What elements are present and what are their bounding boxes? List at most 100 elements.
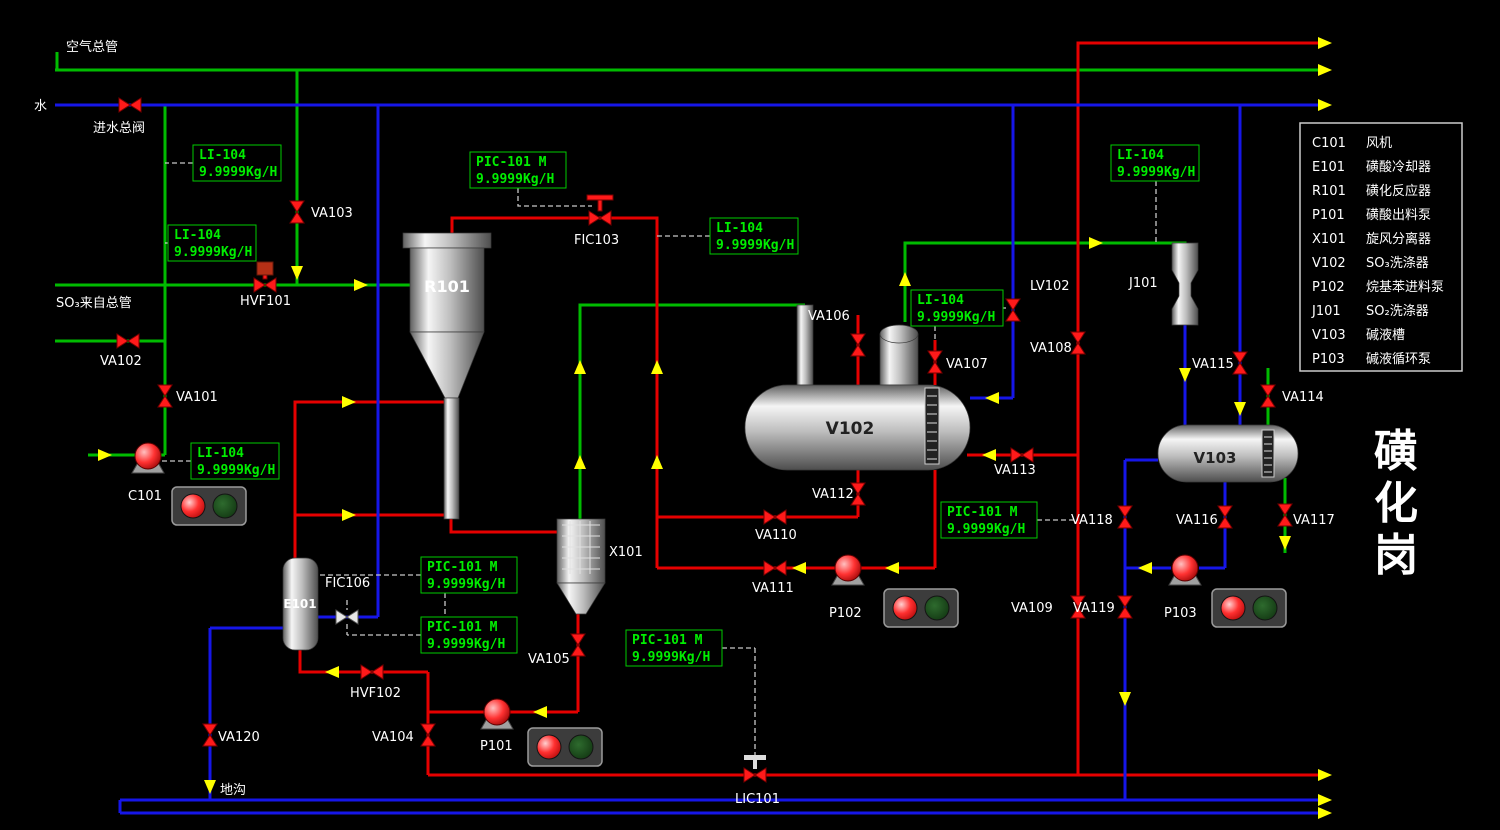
valve-hvf102[interactable] [360, 664, 384, 680]
station-title-char: 岗 [1374, 530, 1418, 581]
flow-arrow [1179, 368, 1191, 382]
label-lv102: LV102 [1030, 279, 1070, 294]
instrument-value: 9.9999Kg/H [174, 245, 252, 260]
pipe-c101-air [55, 105, 167, 457]
instrument-value: 9.9999Kg/H [1117, 165, 1195, 180]
instrument-frame [190, 442, 280, 480]
instrument-value: 9.9999Kg/H [716, 238, 794, 253]
instrument-li104-j101[interactable]: LI-104 9.9999Kg/H [1110, 144, 1200, 182]
valve-lic101[interactable] [743, 767, 767, 783]
instrument-frame [709, 217, 799, 255]
instrument-li104-v102[interactable]: LI-104 9.9999Kg/H [910, 289, 1004, 327]
valve-va117[interactable] [1277, 503, 1293, 527]
flow-arrow [1279, 536, 1291, 550]
instrument-li104-feed[interactable]: LI-104 9.9999Kg/H [709, 217, 799, 255]
flow-arrow [574, 455, 586, 469]
instrument-pic101-feed[interactable]: PIC-101 M 9.9999Kg/H [469, 151, 567, 189]
flow-arrow [885, 562, 899, 574]
pump-p103[interactable] [1168, 554, 1202, 586]
legend-name: SO₂洗涤器 [1366, 304, 1429, 319]
valve-va108[interactable] [1070, 331, 1086, 355]
label-va114: VA114 [1282, 390, 1324, 405]
legend-code: V102 [1312, 256, 1346, 271]
pump-p102[interactable] [831, 554, 865, 586]
valve-va102[interactable] [116, 333, 140, 349]
valve-va106[interactable] [850, 333, 866, 357]
signal-pic101-e101-lower [346, 600, 421, 636]
fic103-stem [597, 199, 603, 212]
valve-va114[interactable] [1260, 384, 1276, 408]
valve-va113[interactable] [1010, 447, 1034, 463]
label-water: 水 [34, 99, 47, 114]
valve-va115[interactable] [1232, 351, 1248, 375]
valve-lv102[interactable] [1005, 298, 1021, 322]
v102-body [744, 384, 971, 471]
flow-arrow [1234, 402, 1246, 416]
legend-panel: C101 风机 E101 磺酸冷却器 R101 磺化反应器 P101 磺酸出料泵… [1299, 122, 1463, 372]
flow-arrow [291, 266, 303, 280]
label-va112: VA112 [812, 487, 854, 502]
label-j101: J101 [1128, 276, 1158, 291]
label-r101: R101 [424, 277, 470, 296]
valve-fic106[interactable] [335, 609, 359, 625]
instrument-pic101-e101-lower[interactable]: PIC-101 M 9.9999Kg/H [420, 616, 518, 654]
flow-arrow [1318, 769, 1332, 781]
valve-va103[interactable] [289, 200, 305, 224]
vessel-x101 [556, 518, 606, 615]
legend-name: 风机 [1366, 136, 1392, 151]
valve-hvf101[interactable] [253, 277, 277, 293]
valve-va104[interactable] [420, 723, 436, 747]
flow-arrow [1318, 807, 1332, 819]
valve-va119[interactable] [1117, 595, 1133, 619]
pipe-e101-cooling-in [318, 105, 380, 619]
lic101-actuator [744, 755, 766, 760]
label-va110: VA110 [755, 528, 797, 543]
flow-arrow [1119, 692, 1131, 706]
flow-arrow [1138, 562, 1152, 574]
instrument-pic101-v102[interactable]: PIC-101 M 9.9999Kg/H [940, 501, 1038, 539]
legend-code: J101 [1311, 304, 1341, 319]
instrument-value: 9.9999Kg/H [917, 310, 995, 325]
label-v103: V103 [1194, 449, 1237, 467]
instrument-li104-air-mid[interactable]: LI-104 9.9999Kg/H [167, 224, 257, 262]
vessel-r101 [402, 232, 492, 520]
legend-code: E101 [1312, 160, 1345, 175]
station-title-char: 化 [1374, 478, 1418, 529]
valve-fic103[interactable] [588, 210, 612, 226]
instrument-li104-air-top[interactable]: LI-104 9.9999Kg/H [192, 144, 282, 182]
label-va106: VA106 [808, 309, 850, 324]
flow-arrow [1318, 99, 1332, 111]
pipe-air-main [55, 52, 1318, 72]
valve-va107[interactable] [927, 350, 943, 374]
flow-arrow [342, 396, 356, 408]
instrument-frame [167, 224, 257, 262]
flow-arrow [325, 666, 339, 678]
pump-p101[interactable] [480, 698, 514, 730]
instrument-tag: PIC-101 M [947, 505, 1018, 520]
legend-name: 旋风分离器 [1366, 231, 1431, 247]
instrument-pic101-p101[interactable]: PIC-101 M 9.9999Kg/H [625, 629, 723, 667]
instrument-tag: PIC-101 M [476, 155, 547, 170]
status-panel-p102 [883, 588, 959, 628]
legend-frame [1299, 122, 1463, 372]
label-va111: VA111 [752, 581, 794, 596]
r101-cone [409, 331, 485, 399]
instrument-li104-c101[interactable]: LI-104 9.9999Kg/H [190, 442, 280, 480]
legend-name: 磺酸出料泵 [1366, 208, 1431, 223]
status-panel-p103 [1211, 588, 1287, 628]
pump-c101[interactable] [131, 442, 165, 474]
valve-va118[interactable] [1117, 505, 1133, 529]
pipe-r101-outlet [449, 518, 558, 534]
valve-inlet-main[interactable] [118, 97, 142, 113]
vessel-v103 [1157, 424, 1299, 483]
valve-va105[interactable] [570, 633, 586, 657]
valve-va101[interactable] [157, 384, 173, 408]
valve-va110[interactable] [763, 509, 787, 525]
legend-code: X101 [1312, 232, 1346, 247]
instrument-pic101-e101-upper[interactable]: PIC-101 M 9.9999Kg/H [420, 556, 518, 594]
valve-va111[interactable] [763, 560, 787, 576]
instrument-frame [469, 151, 567, 189]
valve-va116[interactable] [1217, 505, 1233, 529]
valve-va120[interactable] [202, 723, 218, 747]
label-va109: VA109 [1011, 601, 1053, 616]
